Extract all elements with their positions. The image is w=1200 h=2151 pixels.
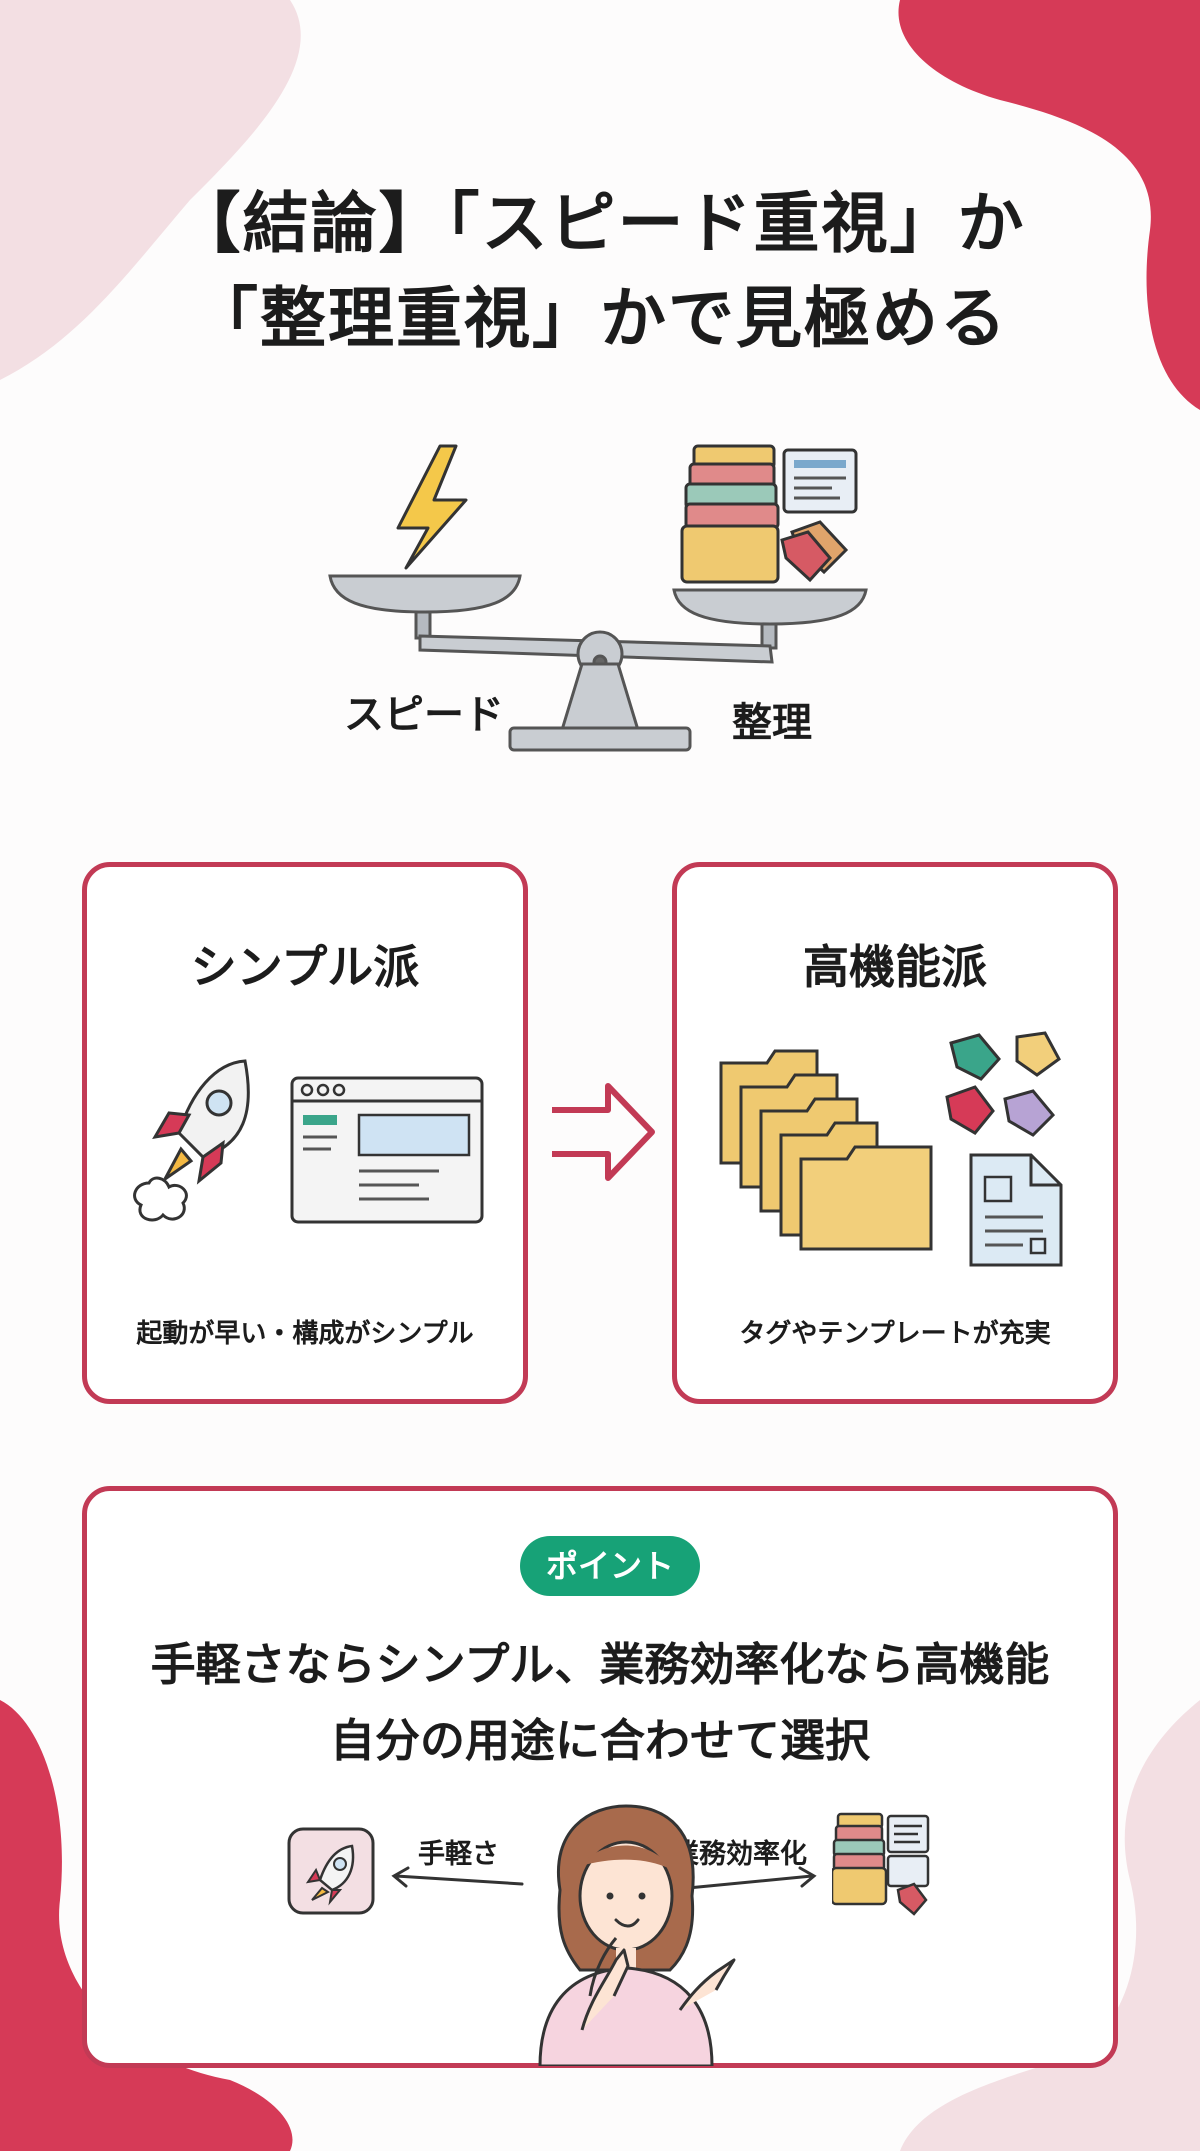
tag-icon [780,520,849,583]
folders-icon [719,1049,933,1251]
blob-top-right [898,0,1200,410]
simple-card-caption: 起動が早い・構成がシンプル [136,1319,474,1349]
arrow-left-icon [391,1866,524,1888]
blob-bottom-left [0,1700,293,2151]
arrow-right-icon [552,1083,655,1181]
document-icon [782,448,858,514]
advanced-card-title: 高機能派 [803,940,987,994]
arrow-right-small-icon [686,1866,817,1890]
advanced-card: 高機能派 タグやテンプレートが充実 [672,862,1118,1404]
document-icon [969,1153,1063,1267]
label-efficiency: 業務効率化 [672,1839,807,1870]
point-line-2: 自分の用途に合わせて選択 [329,1714,870,1767]
tags-icon [945,1031,1061,1137]
page-title-line1: 【結論】「スピード重視」か [174,185,1026,262]
browser-window-icon [290,1076,484,1224]
scale-label-speed: スピード [344,692,504,738]
balance-scale-illustration [328,444,868,752]
blob-bottom-right [900,1700,1200,2151]
lightning-icon [396,444,468,570]
scale-label-organize: 整理 [732,700,812,746]
scale-pans [328,574,868,752]
label-easy: 手軽さ [418,1839,499,1870]
blob-top-left [0,0,301,380]
advanced-card-caption: タグやテンプレートが充実 [739,1319,1051,1349]
point-badge: ポイント [520,1536,700,1596]
person-pointing-icon [538,1804,736,2066]
point-line-1: 手軽さならシンプル、業務効率化なら高機能 [150,1638,1050,1691]
folder-stack-icon [680,444,780,584]
page-title-line2: 「整理重視」かで見極める [192,280,1008,357]
simple-card-title: シンプル派 [190,940,420,994]
rocket-icon [133,1059,250,1222]
rocket-app-icon [287,1827,375,1915]
folder-stack-small-icon [832,1812,930,1916]
simple-card: シンプル派 起動が早い・構成がシンプル [82,862,528,1404]
